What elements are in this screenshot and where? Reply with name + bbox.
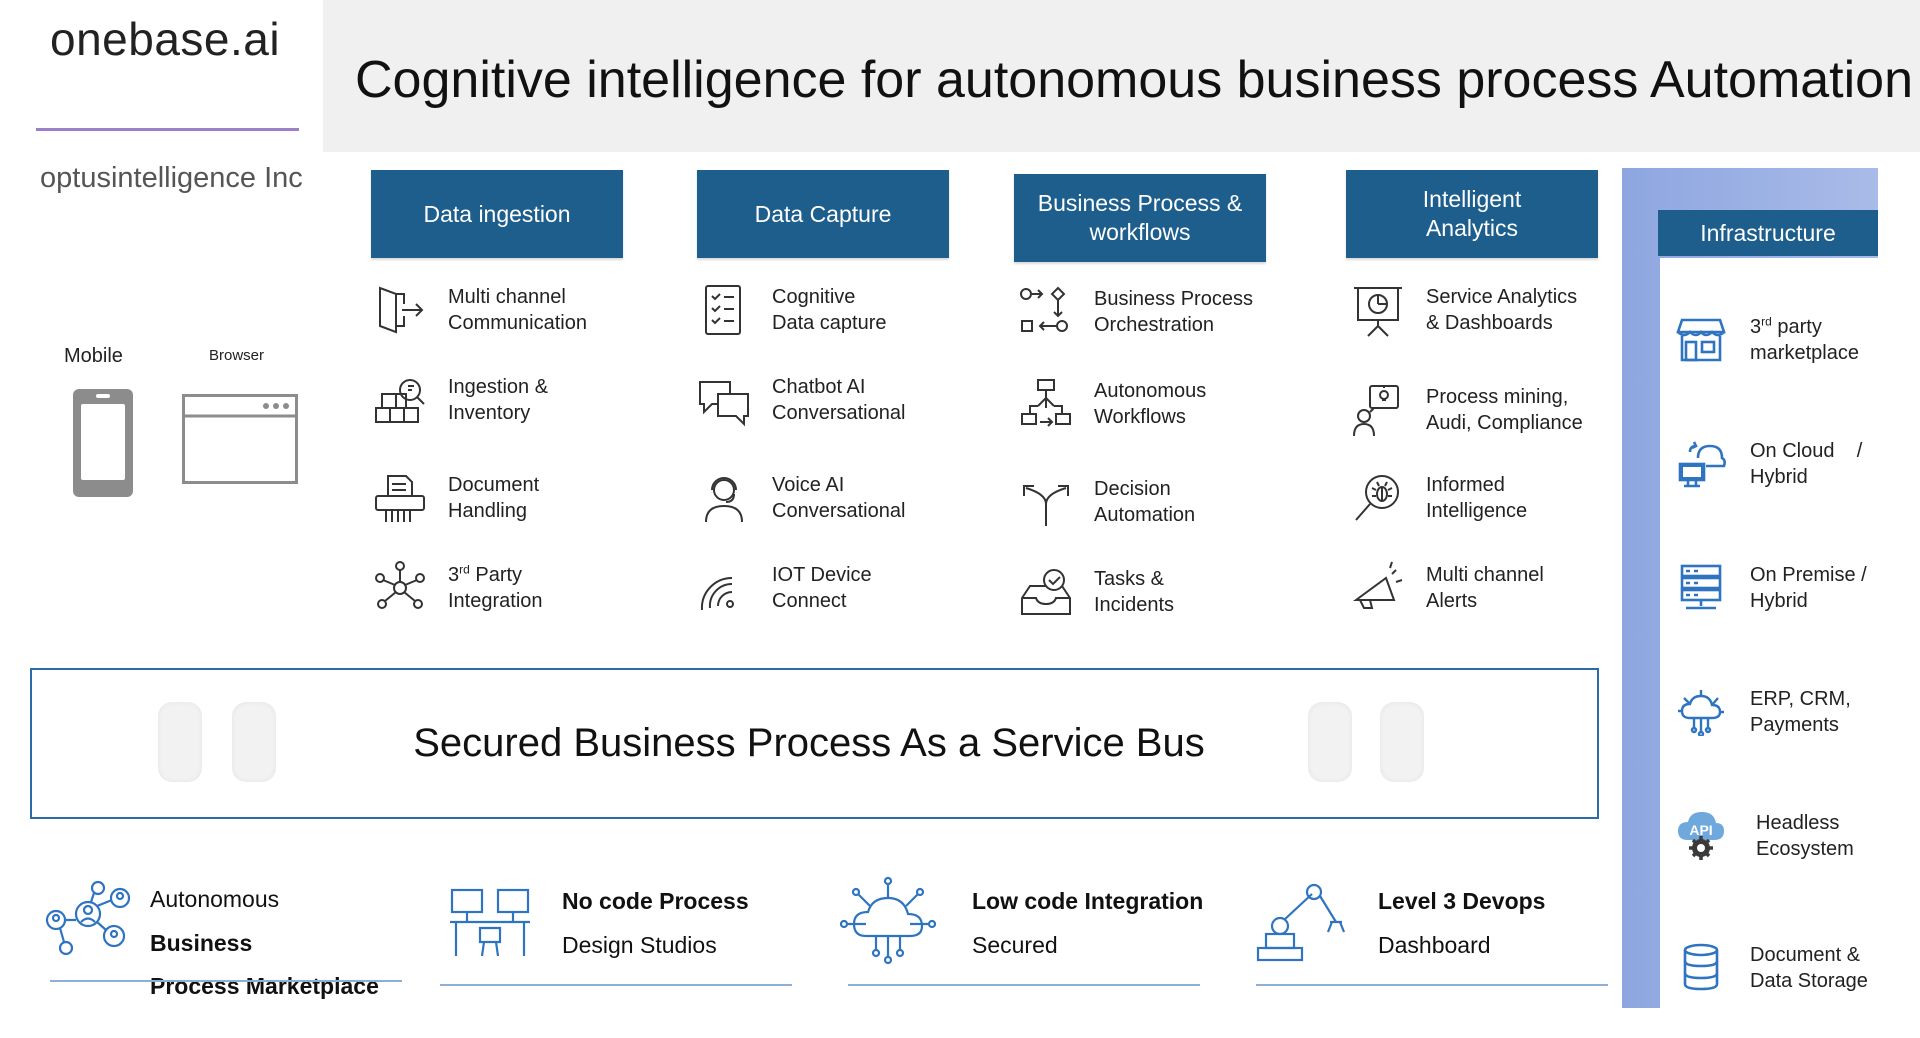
bus-connector-right-2 [1380,702,1424,782]
infra-item-on-premise: On Premise /Hybrid [1676,560,1867,615]
header-data-capture: Data Capture [697,170,949,258]
svg-text:API: API [1689,822,1712,838]
infra-item-on-cloud: On Cloud /Hybrid [1676,436,1862,491]
bus-connector-right-1 [1308,702,1352,782]
mobile-label: Mobile [64,345,123,367]
people-network-icon [44,880,131,960]
database-icon [1676,942,1726,992]
cloud-network-icon [1676,686,1726,738]
mobile-phone-icon [73,389,133,497]
inventory-boxes-icon [372,372,428,428]
cloud-integration-icon [839,876,937,966]
infrastructure-panel-inner [1660,258,1878,1018]
server-rack-icon [1676,562,1726,612]
service-bus-frame [30,668,1599,819]
workflow-tree-icon [1018,376,1074,432]
brand-logo: onebase.ai [50,13,281,65]
brand-underline [36,128,299,131]
inbox-check-icon [1018,564,1074,620]
infra-item-erp-crm: ERP, CRM,Payments [1676,684,1851,739]
bug-search-icon [1350,470,1406,526]
split-arrows-icon [1018,474,1074,530]
wireless-signal-icon [696,560,752,616]
door-exit-icon [372,282,428,338]
storefront-icon [1676,314,1726,364]
feature-low-code-integration: Low code Integration Secured [972,888,1204,958]
document-shredder-icon [372,470,428,526]
underline-devops [1256,984,1608,986]
robot-arm-icon [1254,882,1350,962]
feature-level3-devops: Level 3 Devops Dashboard [1378,888,1546,958]
item-process-mining: Process mining,Audi, Compliance [1350,382,1583,438]
infra-item-document-storage: Document &Data Storage [1676,940,1868,995]
header-infrastructure: Infrastructure [1658,210,1878,256]
api-gear-icon: API [1676,810,1726,861]
flow-orchestration-icon [1018,284,1074,340]
megaphone-icon [1350,560,1406,616]
browser-label: Browser [209,347,265,364]
item-tasks-incidents: Tasks &Incidents [1018,564,1174,620]
browser-window-icon [182,394,298,484]
presentation-chart-icon [1350,282,1406,338]
bus-connector-left-2 [232,702,276,782]
checklist-icon [696,282,752,338]
feature-process-marketplace: Autonomous Business Process Marketplace [150,886,379,1000]
underline-marketplace [50,980,402,982]
header-business-process-workflows: Business Process &workflows [1014,174,1266,262]
bus-connector-left-1 [158,702,202,782]
network-hub-icon [372,560,428,616]
cloud-sync-icon [1676,438,1726,488]
page-title: Cognitive intelligence for autonomous bu… [355,51,1914,109]
chat-bubbles-icon [696,372,752,428]
feature-no-code-process: No code Process Design Studios [562,888,749,958]
design-studio-icon [448,888,532,958]
headset-agent-icon [696,470,752,526]
company-name: optusintelligence Inc [40,162,303,194]
item-service-analytics: Service Analytics& Dashboards [1350,282,1577,338]
person-idea-icon [1350,382,1406,438]
underline-low-code [848,984,1200,986]
service-bus-title: Secured Business Process As a Service Bu… [413,721,1205,765]
underline-no-code [440,984,792,986]
title-band [323,0,1920,152]
header-data-ingestion: Data ingestion [371,170,623,258]
item-ingestion-inventory: Ingestion &Inventory [372,372,548,428]
